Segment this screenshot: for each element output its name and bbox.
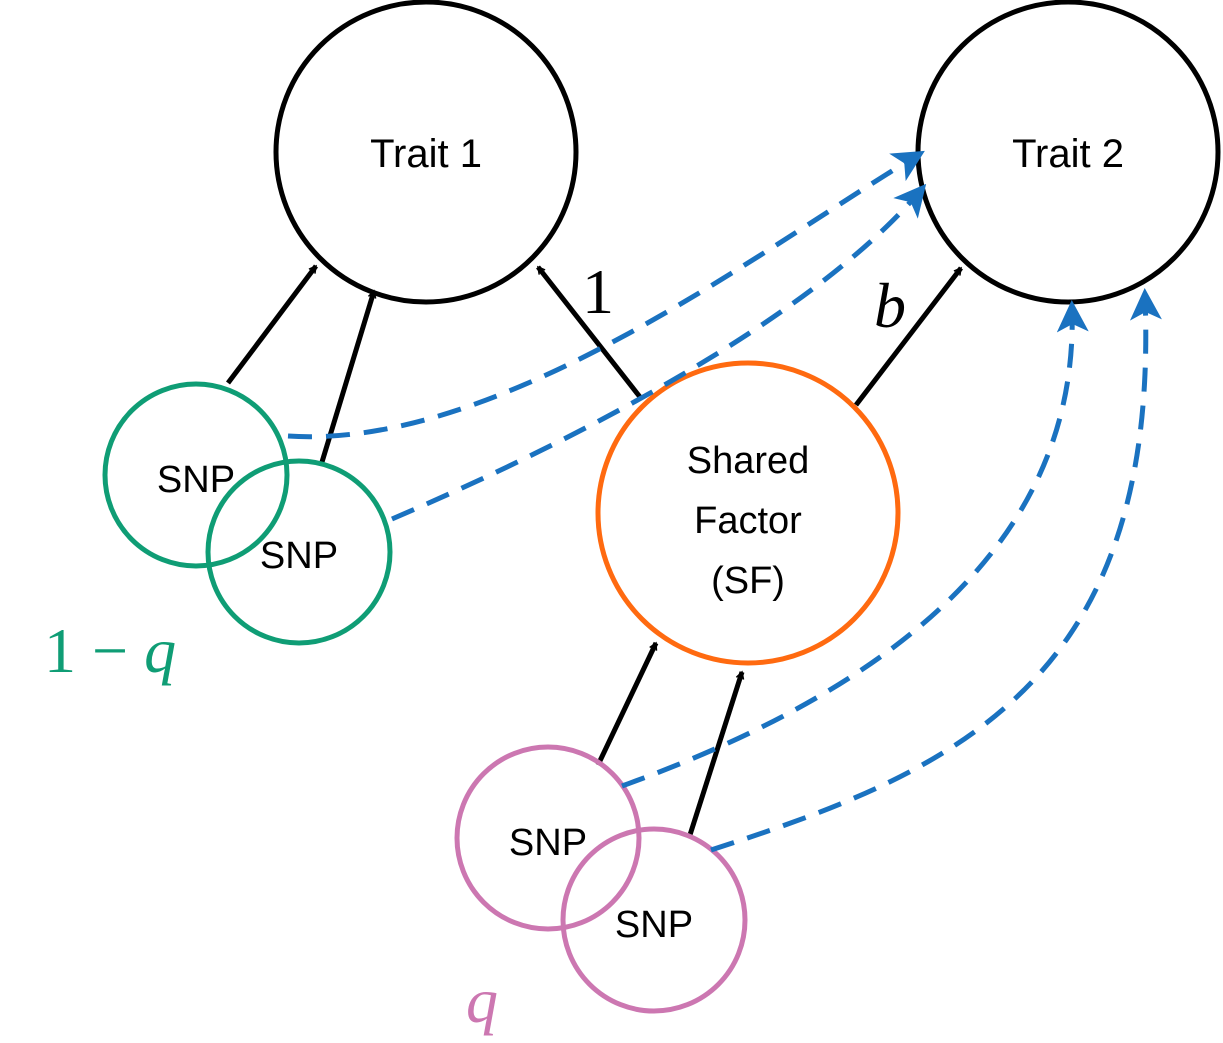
snp4-to-sf-arrow — [686, 672, 745, 839]
shared-snp-proportion-label: q — [466, 965, 498, 1036]
shared-snp-group: SNP SNP — [454, 744, 748, 1014]
causal-edges — [226, 264, 963, 839]
snp-label: SNP — [157, 459, 235, 501]
shared-factor-label-line3: (SF) — [711, 560, 785, 602]
sf-to-trait1-arrow — [536, 265, 642, 399]
snp-label: SNP — [260, 535, 338, 577]
sf-to-trait2-arrow — [854, 266, 963, 407]
snp2-to-trait2-dashed-arrow — [391, 183, 927, 522]
trait1-label: Trait 1 — [370, 132, 482, 176]
snp-circle — [205, 458, 393, 646]
trait1-snp-group: SNP SNP — [102, 381, 393, 646]
trait1-node: Trait 1 — [273, 0, 579, 305]
snp-circle — [560, 826, 748, 1014]
trait1-circle — [273, 0, 579, 305]
sf-trait2-weight-label: b — [874, 270, 906, 341]
trait2-node: Trait 2 — [915, 0, 1221, 305]
trait1-snp-proportion-label: 1 − q — [44, 615, 176, 686]
shared-factor-circle — [595, 360, 901, 666]
snp-node-3: SNP — [454, 744, 642, 932]
snp2-to-trait1-arrow — [319, 291, 377, 463]
shared-factor-label-line2: Factor — [694, 500, 802, 542]
shared-factor-node: Shared Factor (SF) — [595, 360, 901, 666]
snp-node-4: SNP — [560, 826, 748, 1014]
snp3-to-sf-arrow — [595, 643, 659, 767]
trait2-label: Trait 2 — [1012, 132, 1124, 176]
snp-node-1: SNP — [102, 381, 290, 569]
snp-circle — [102, 381, 290, 569]
snp4-to-trait2-dashed-arrow — [710, 288, 1162, 853]
snp-label: SNP — [615, 904, 693, 946]
snp-circle — [454, 744, 642, 932]
snp1-to-trait2-dashed-arrow — [287, 150, 925, 440]
sf-trait1-weight-label: 1 — [582, 256, 614, 327]
snp-node-2: SNP — [205, 458, 393, 646]
shared-factor-label-line1: Shared — [687, 440, 810, 482]
snp3-to-trait2-dashed-arrow — [621, 300, 1089, 789]
pleiotropic-edges — [287, 150, 1162, 853]
snp1-to-trait1-arrow — [226, 264, 318, 385]
snp-label: SNP — [509, 822, 587, 864]
